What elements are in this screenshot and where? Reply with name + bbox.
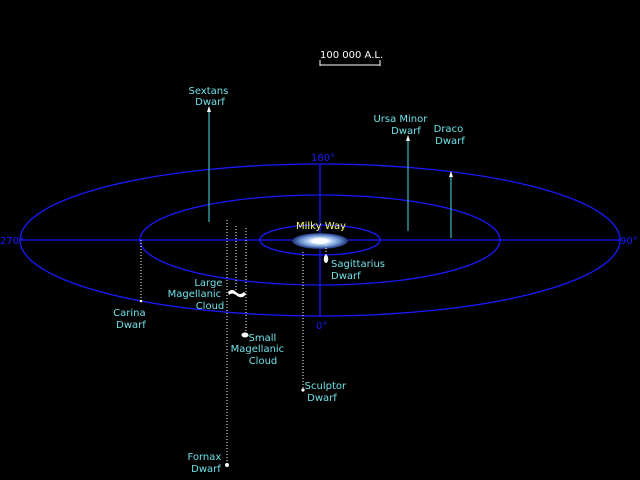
carina-marker xyxy=(139,299,143,303)
angle-label-right: 90° xyxy=(620,236,638,247)
angle-label-left: 270° xyxy=(0,236,24,247)
lmc-label: Large Magellanic Cloud xyxy=(168,278,226,312)
milky-way-galaxy-image xyxy=(292,233,348,249)
angle-label-top: 180° xyxy=(311,153,335,164)
sagittarius-marker xyxy=(323,255,329,263)
sculptor-marker xyxy=(301,388,305,392)
smc-label: Small Magellanic Cloud xyxy=(231,333,288,367)
smc-marker xyxy=(241,332,249,338)
scale-bar-label: 100 000 A.L. xyxy=(320,50,383,61)
fornax-label: Fornax Dwarf xyxy=(187,452,224,475)
sextans-arrowhead xyxy=(207,106,211,112)
lmc-marker xyxy=(228,290,246,298)
scale-bar xyxy=(319,60,381,66)
draco-arrowhead xyxy=(449,171,453,177)
milky-way-label: Milky Way xyxy=(296,221,346,232)
ursa-minor-arrowhead xyxy=(406,135,410,141)
fornax-marker xyxy=(225,463,229,467)
sculptor-label: Sculptor Dwarf xyxy=(305,381,350,404)
draco-label: Draco Dwarf xyxy=(434,124,467,147)
sagittarius-label: Sagittarius Dwarf xyxy=(331,259,388,282)
ursa-minor-label: Ursa Minor Dwarf xyxy=(373,114,430,137)
carina-label: Carina Dwarf xyxy=(113,308,149,331)
sextans-label: Sextans Dwarf xyxy=(188,86,231,108)
angle-label-bottom: 0° xyxy=(316,321,327,332)
